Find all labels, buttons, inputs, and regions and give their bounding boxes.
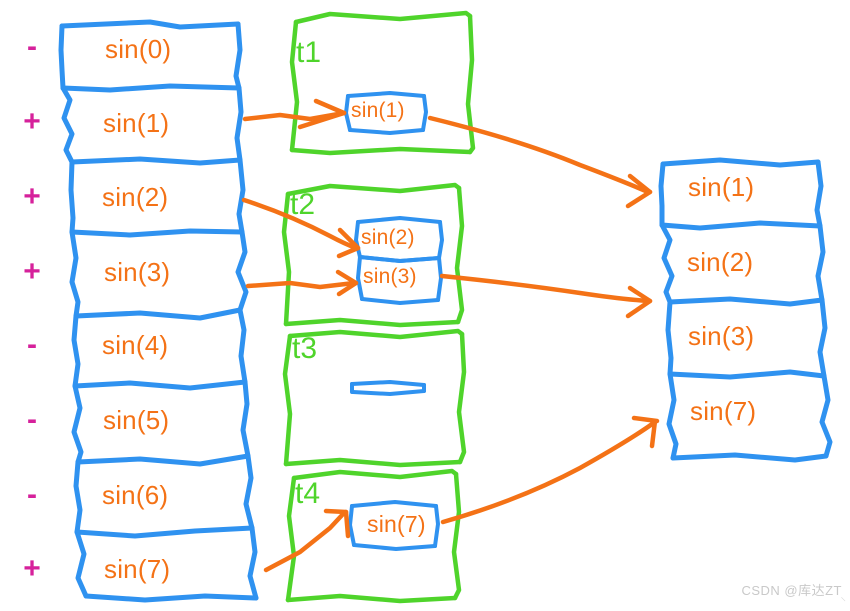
csdn-watermark: CSDN @库达ZT bbox=[741, 583, 842, 598]
thread-inner-boxes-outline bbox=[344, 91, 444, 551]
watermark-tick: ⸌ bbox=[840, 596, 847, 608]
thread-boxes-outline bbox=[281, 10, 476, 604]
result-array-outline bbox=[658, 157, 833, 463]
source-array-outline bbox=[58, 19, 259, 603]
flow-arrows bbox=[241, 98, 660, 573]
